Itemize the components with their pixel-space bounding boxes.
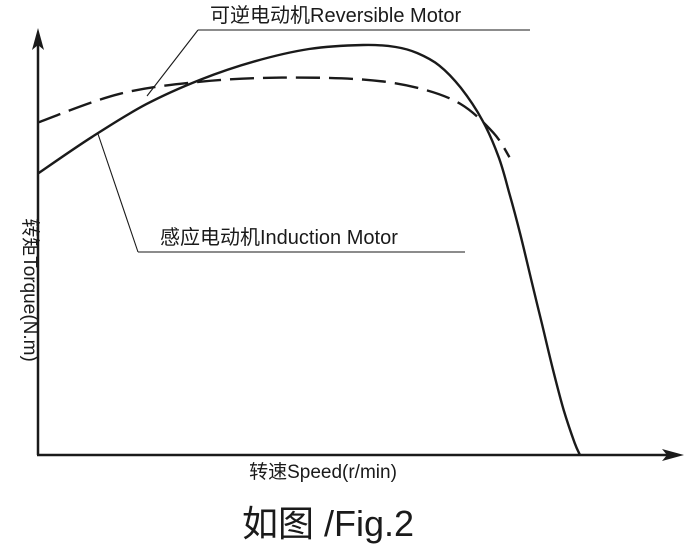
reversible-leader-diagonal [146,29,199,97]
y-axis-label: 转矩Torque(N.m) [19,218,41,362]
x-axis-label: 转速Speed(r/min) [249,461,397,483]
induction-motor-curve [37,43,582,456]
induction-leader-diagonal [97,133,139,253]
leader-lines [97,29,530,253]
plot-area [37,43,582,456]
x-axis-arrow [662,449,684,461]
reversible-motor-label: 可逆电动机Reversible Motor [210,4,462,27]
figure-caption: 如图 /Fig.2 [242,503,414,544]
y-axis-arrow [32,28,44,50]
reversible-motor-curve [37,76,511,158]
induction-motor-label: 感应电动机Induction Motor [160,226,398,249]
